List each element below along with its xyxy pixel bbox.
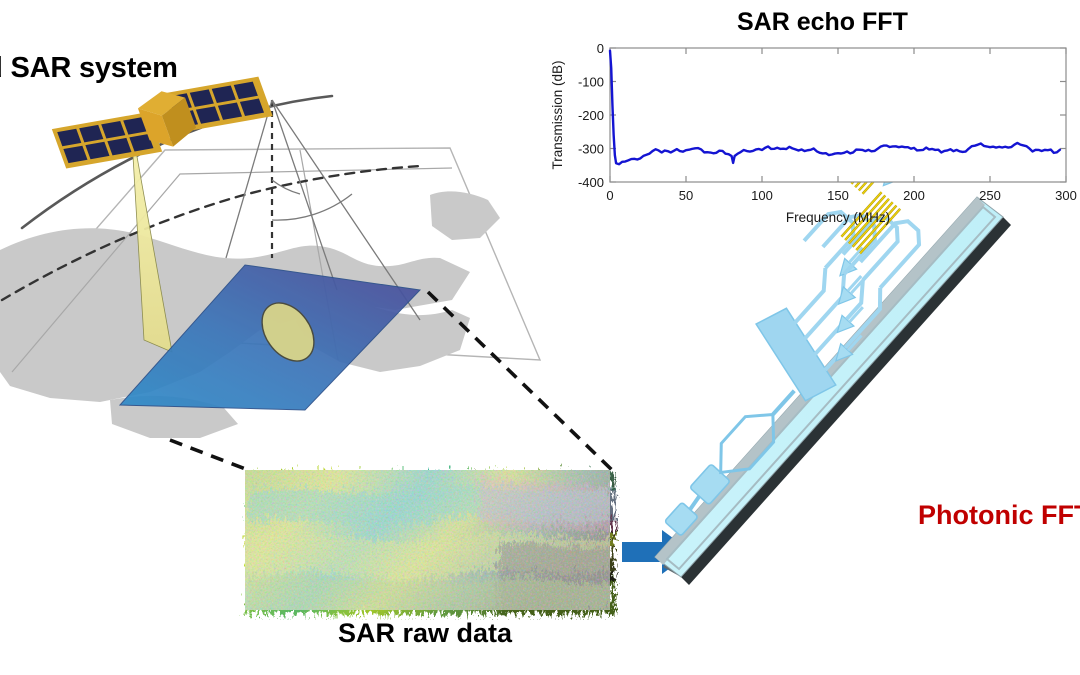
fft-plot-title: SAR echo FFT xyxy=(737,8,908,36)
onboard-sar-system-label: rd SAR system xyxy=(0,52,178,84)
y-tick-label: -100 xyxy=(578,75,604,90)
plot-frame xyxy=(609,47,1067,183)
x-tick-label: 150 xyxy=(827,188,849,203)
x-tick-label: 200 xyxy=(903,188,925,203)
y-tick-label: -200 xyxy=(578,108,604,123)
y-tick-label: -300 xyxy=(578,142,604,157)
x-tick-label: 0 xyxy=(606,188,613,203)
x-tick-label: 50 xyxy=(679,188,693,203)
satellite xyxy=(51,76,273,169)
y-tick-label: 0 xyxy=(597,41,604,56)
satellite-body xyxy=(137,91,197,147)
beam-footprint xyxy=(261,302,315,362)
y-tick-label: -400 xyxy=(578,175,604,190)
x-axis-label: Frequency (MHz) xyxy=(786,210,890,225)
star-coupler xyxy=(755,307,837,402)
fft-trace xyxy=(608,49,1062,166)
x-tick-label: 250 xyxy=(979,188,1001,203)
x-tick-label: 100 xyxy=(751,188,773,203)
photonic-fft-label: Photonic FFT xyxy=(918,500,1080,530)
x-tick-label: 300 xyxy=(1055,188,1077,203)
look-angle-rays xyxy=(225,99,421,321)
photonic-fft-chip xyxy=(654,123,1080,615)
sar-raw-data-image xyxy=(245,470,610,610)
sar-acquisition-scene xyxy=(0,0,560,520)
gold-heater-array-1b xyxy=(840,191,901,254)
y-axis-label: Transmission (dB) xyxy=(550,60,565,169)
sar-raw-data-label: SAR raw data xyxy=(338,618,513,648)
ground-track-dashed xyxy=(0,164,422,302)
mzi-modulator xyxy=(719,412,776,475)
solar-panel-left xyxy=(51,112,163,169)
radar-beam xyxy=(130,122,173,353)
look-angle-arcs xyxy=(271,179,353,221)
